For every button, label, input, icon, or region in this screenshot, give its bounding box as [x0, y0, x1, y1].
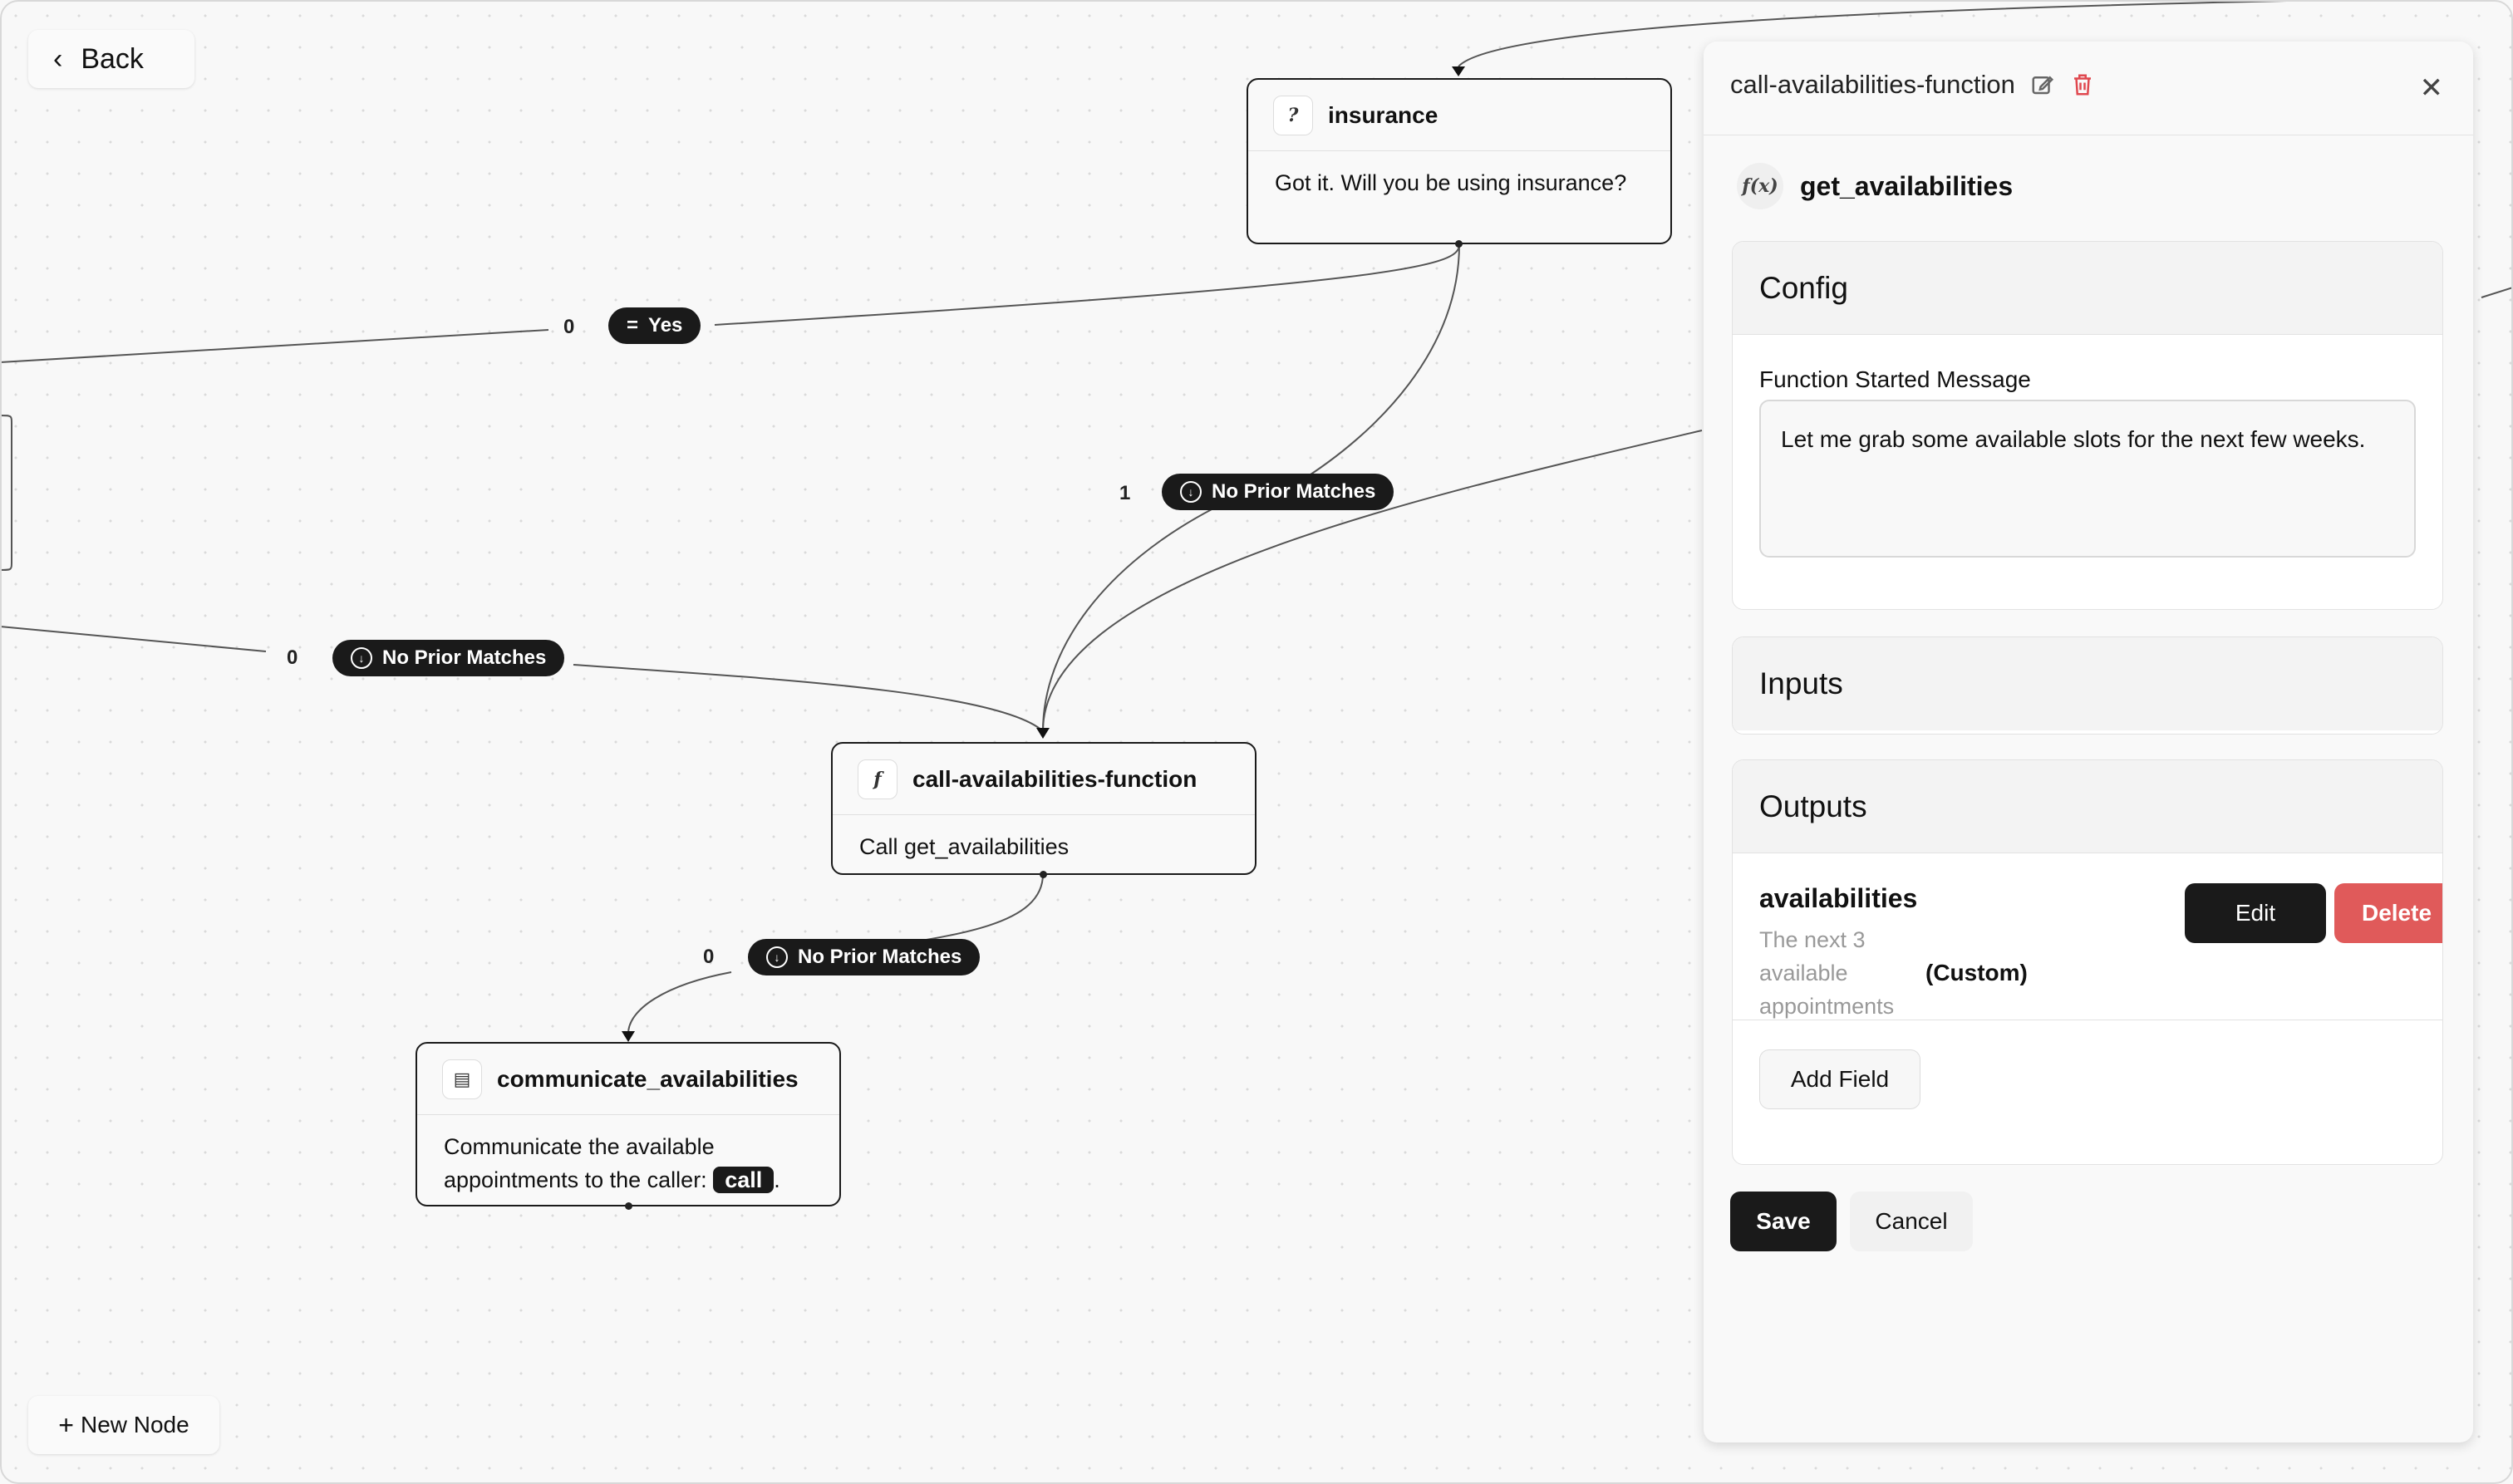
config-header[interactable]: Config	[1733, 242, 2442, 335]
edge-label-text: No Prior Matches	[1212, 480, 1376, 503]
node-header: ▤ communicate_availabilities	[417, 1044, 839, 1115]
node-header: f call-availabilities-function	[833, 744, 1255, 815]
node-communicate-availabilities[interactable]: ▤ communicate_availabilities Communicate…	[416, 1042, 841, 1206]
arrow-down-circle-icon: ↓	[1180, 481, 1202, 503]
plus-icon: +	[58, 1409, 74, 1440]
chevron-left-icon: ‹	[53, 42, 63, 75]
arrowhead-communicate	[622, 1031, 635, 1042]
edge-no-prior-left	[0, 626, 1044, 732]
outputs-header[interactable]: Outputs	[1733, 760, 2442, 853]
arrow-down-circle-icon: ↓	[351, 647, 372, 669]
edge-right-edge	[2481, 287, 2513, 298]
node-title: insurance	[1328, 101, 1438, 128]
inputs-section[interactable]: Inputs	[1732, 636, 2443, 735]
node-body-text: Communicate the available appointments t…	[444, 1134, 715, 1192]
output-name: availabilities	[1759, 883, 1918, 913]
variable-chip: call	[713, 1167, 775, 1193]
node-header: ? insurance	[1248, 80, 1670, 151]
node-body-suffix: .	[774, 1167, 780, 1192]
edge-label-no-prior-matches[interactable]: ↓ No Prior Matches	[1162, 474, 1394, 510]
node-insurance[interactable]: ? insurance Got it. Will you be using in…	[1247, 78, 1672, 244]
edge-top-incoming	[1458, 0, 2328, 67]
node-title: communicate_availabilities	[497, 1065, 799, 1092]
node-port[interactable]	[1040, 871, 1047, 878]
node-port[interactable]	[625, 1202, 632, 1210]
node-body: Call get_availabilities	[859, 834, 1070, 859]
edge-label-no-prior-matches[interactable]: ↓ No Prior Matches	[332, 640, 565, 676]
config-section: Config Function Started Message Let me g…	[1732, 241, 2443, 610]
trash-icon[interactable]	[2070, 72, 2095, 97]
outputs-section: Outputs availabilities The next 3 availa…	[1732, 759, 2443, 1165]
edge-label-text: No Prior Matches	[382, 646, 547, 669]
edge-no-prior-top	[1042, 243, 1460, 732]
close-icon[interactable]: ✕	[2419, 72, 2444, 104]
edge-label-text: No Prior Matches	[798, 946, 962, 968]
node-call-availabilities-function[interactable]: f call-availabilities-function Call get_…	[831, 742, 1256, 875]
function-name-row: f(x) get_availabilities	[1737, 163, 2013, 209]
chat-bubble-icon: ▤	[442, 1059, 482, 1099]
function-name: get_availabilities	[1800, 170, 2014, 201]
node-body: Got it. Will you be using insurance?	[1275, 170, 1627, 195]
edge-from-right	[1042, 430, 1703, 732]
function-icon: f	[858, 759, 898, 799]
node-detail-panel: call-availabilities-function ✕ f(x) get_…	[1704, 42, 2473, 1442]
node-body: Communicate the available appointments t…	[417, 1115, 839, 1211]
edge-label-yes[interactable]: = Yes	[608, 307, 701, 344]
cancel-button[interactable]: Cancel	[1850, 1192, 1973, 1251]
node-port[interactable]	[1455, 240, 1463, 248]
output-type: (Custom)	[1925, 960, 2028, 985]
edge-yes	[0, 243, 1460, 363]
new-node-label: New Node	[80, 1412, 189, 1437]
back-label: Back	[81, 42, 144, 75]
edge-index: 0	[287, 646, 298, 669]
function-icon: f(x)	[1737, 163, 1783, 209]
new-node-button[interactable]: + New Node	[28, 1396, 219, 1454]
offscreen-node-edge	[0, 415, 12, 571]
edge-label-text: Yes	[648, 314, 683, 337]
output-description: The next 3 available appointments	[1759, 927, 1895, 1019]
edge-index: 1	[1119, 482, 1131, 504]
add-field-button[interactable]: Add Field	[1759, 1049, 1920, 1109]
edge-index: 0	[563, 316, 575, 338]
inputs-header[interactable]: Inputs	[1733, 637, 2442, 730]
back-button[interactable]: ‹ Back	[28, 30, 194, 88]
equals-icon: =	[627, 314, 639, 337]
edit-output-button[interactable]: Edit	[2185, 883, 2326, 943]
arrowhead-insurance	[1452, 66, 1465, 76]
function-started-message-field[interactable]: Let me grab some available slots for the…	[1759, 400, 2416, 558]
node-title: call-availabilities-function	[912, 765, 1197, 792]
edit-icon[interactable]	[2030, 72, 2055, 97]
edge-index: 0	[703, 946, 715, 968]
arrow-down-circle-icon: ↓	[766, 946, 788, 968]
panel-title: call-availabilities-function	[1730, 70, 2015, 99]
save-button[interactable]: Save	[1730, 1192, 1837, 1251]
panel-header: call-availabilities-function	[1730, 70, 2095, 100]
question-bubble-icon: ?	[1273, 95, 1313, 135]
function-started-message-label: Function Started Message	[1759, 366, 2031, 392]
arrowhead-call-fn	[1036, 728, 1050, 739]
delete-output-button[interactable]: Delete	[2334, 883, 2442, 943]
edge-label-no-prior-matches[interactable]: ↓ No Prior Matches	[748, 939, 981, 975]
